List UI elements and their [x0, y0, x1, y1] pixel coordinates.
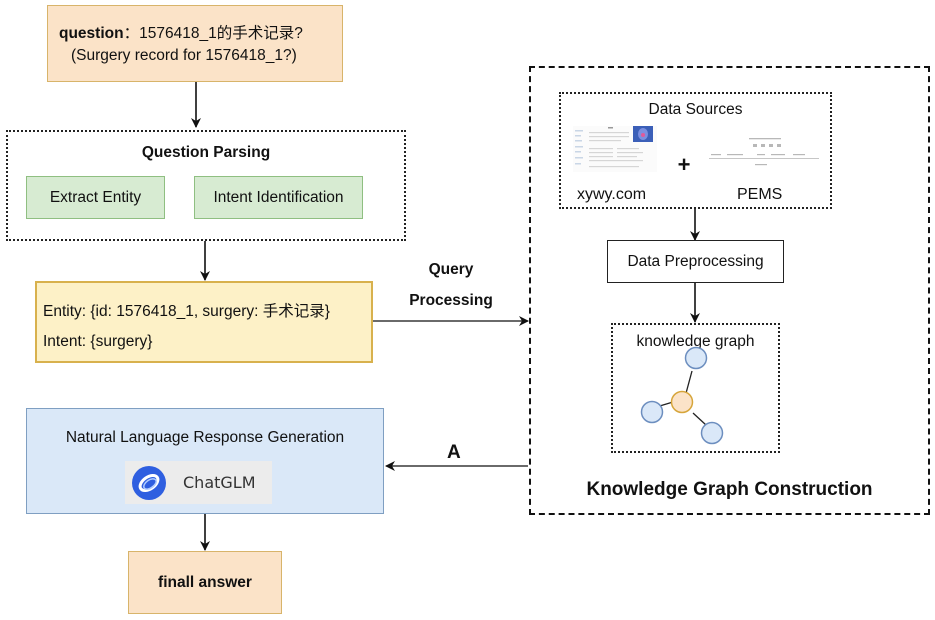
intent-line: Intent: {surgery}: [43, 333, 153, 350]
kg-edge-3: [692, 412, 707, 426]
question-separator: ：: [123, 25, 140, 42]
data-sources-title: Data Sources: [648, 101, 743, 118]
chatglm-logo-icon: [131, 465, 167, 501]
question-text: 1576418_1的手术记录?: [139, 25, 303, 42]
knowledge-graph-title: knowledge graph: [636, 333, 755, 350]
query-label-line1: Query: [428, 261, 474, 278]
step-intent-identification: Intent Identification: [194, 176, 363, 219]
response-generation-title: Natural Language Response Generation: [65, 429, 345, 446]
question-translation: (Surgery record for 1576418_1?): [71, 47, 297, 64]
knowledge-graph-diagram: [640, 346, 724, 445]
response-generation-box: Natural Language Response Generation Cha…: [26, 408, 384, 514]
question-line: question：1576418_1的手术记录?: [48, 23, 342, 45]
final-answer-box: finall answer: [128, 551, 282, 614]
entity-line: Entity: {id: 1576418_1, surgery: 手术记录}: [43, 303, 330, 320]
kg-node-left-icon: [640, 400, 664, 424]
query-label-line2: Processing: [409, 292, 493, 309]
query-processing-label: Query Processing: [392, 254, 510, 316]
source-pems: PEMS: [737, 186, 783, 203]
source-xywy: xywy.com: [577, 186, 647, 203]
question-box: question：1576418_1的手术记录? (Surgery record…: [47, 5, 343, 82]
answer-edge-label: A: [447, 442, 461, 463]
step-extract-entity: Extract Entity: [26, 176, 165, 219]
kg-construction-group: Knowledge Graph Construction: [529, 66, 930, 515]
knowledge-graph-group: knowledge graph: [611, 323, 780, 453]
question-label: question: [59, 25, 124, 42]
chatglm-name: ChatGLM: [183, 473, 256, 492]
parsed-result-box: Entity: {id: 1576418_1, surgery: 手术记录} I…: [35, 281, 373, 363]
chatglm-badge: ChatGLM: [125, 461, 272, 504]
data-sources-group: Data Sources +: [559, 92, 832, 209]
xywy-thumbnail: [573, 126, 657, 172]
kg-node-center-icon: [670, 390, 694, 414]
kg-node-top-icon: [684, 346, 708, 370]
pems-thumbnail: [709, 136, 821, 170]
plus-sign: +: [677, 152, 691, 177]
kg-construction-title: Knowledge Graph Construction: [586, 479, 873, 500]
question-parsing-group: Question Parsing Extract Entity Intent I…: [6, 130, 406, 241]
question-parsing-title: Question Parsing: [141, 144, 271, 161]
data-preprocessing-box: Data Preprocessing: [607, 240, 784, 283]
kg-node-bottom-icon: [700, 421, 724, 445]
